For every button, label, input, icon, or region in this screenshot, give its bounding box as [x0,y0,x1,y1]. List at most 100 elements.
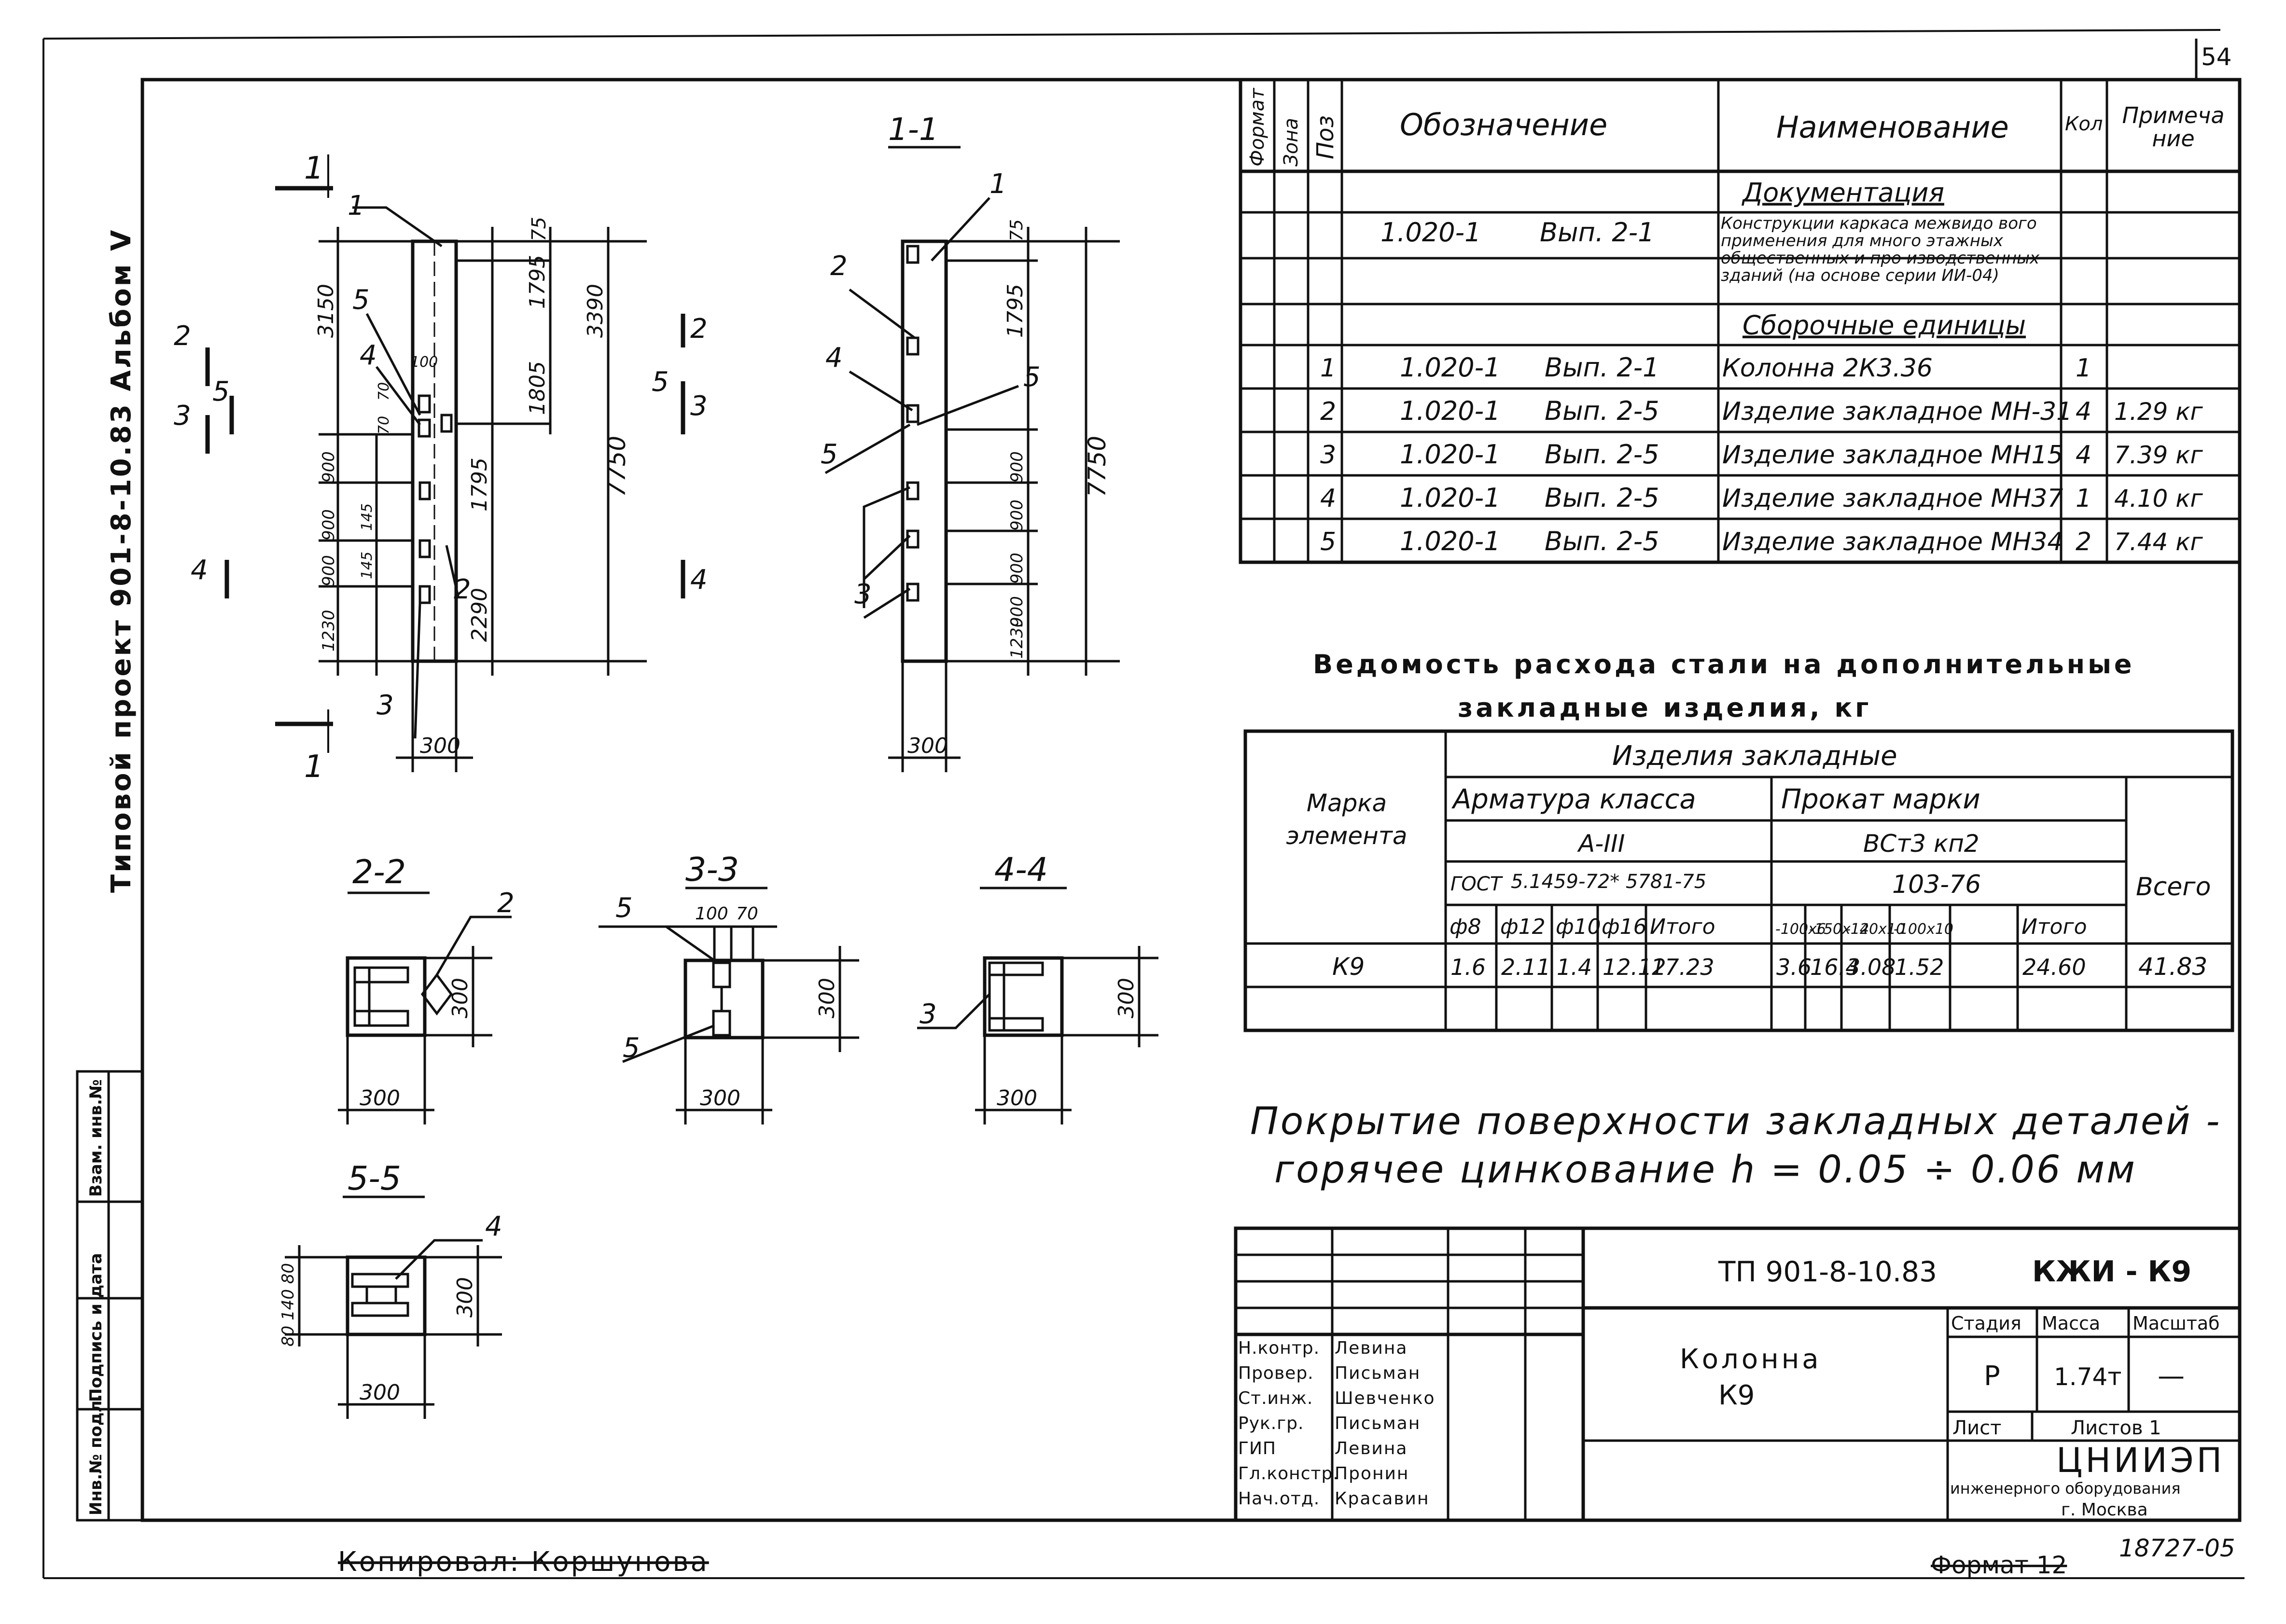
elev-leader-3: 3 [376,690,394,721]
spec-header-pos: Поз [1312,115,1339,159]
mass-label: Масса [2042,1313,2100,1334]
spec-row-note: 1.29 кг [2114,398,2203,426]
elev-cut-3: 3 [174,400,191,431]
elev-dim-r3: 1795 [467,458,492,512]
steel-armature-class: А-III [1577,830,1625,858]
steel-title-2: закладные изделия, кг [1458,693,1871,723]
sec11-leader-3: 3 [854,579,872,610]
elev-cut-label-bottom: 1 [304,749,324,785]
steel-sub-header: -100x6 [1775,921,1826,938]
steel-rolled-header: Прокат марки [1781,784,1980,815]
steel-value: 17.23 [1651,954,1714,980]
steel-armature-gost: 5.1459-72* 5781-75 [1511,871,1706,893]
elev-dim-total-2: 7750 [603,436,631,497]
element-name: Колонна [1680,1344,1822,1375]
sec22-leader: 2 [497,888,515,919]
signer-role: Гл.констр. [1238,1464,1339,1484]
org-city: г. Москва [2061,1500,2148,1520]
spec-header-note: Примеча ние [2122,104,2225,152]
spec-header-qty: Кол [2065,113,2103,135]
steel-value: 1.52 [1895,954,1944,980]
steel-value: 3.08 [1846,954,1896,980]
steel-sub-header: Итого [2021,915,2087,939]
sec55-dim-h: 300 [453,1277,477,1318]
sec11-dim-l1: 900 [1007,500,1027,531]
elev-cut-2: 2 [174,320,191,352]
stage-value: Р [1984,1360,2000,1392]
sec11-dim-width: 300 [907,734,948,758]
inventory-number: 18727-05 [2119,1534,2235,1562]
spec-row-designation: 1.020-1 [1400,352,1500,383]
title-block-grid [1234,1226,2242,1522]
spec-header-name: Наименование [1776,110,2009,145]
elev-dim-l0: 3150 [314,284,338,338]
title-block-text: ТП 901-8-10.83 КЖИ - К9 Колонна К9 Стади… [1680,1255,2222,1520]
section-4-4 [917,887,1158,1124]
sec11-leader-5b: 5 [821,439,838,470]
spec-row-series: Вып. 2-5 [1545,483,1659,513]
elev-cut-label: 1 [304,151,324,186]
spec-header-format: Формат [1246,87,1268,167]
element-mark: К9 [1718,1380,1755,1411]
signers-block: Н.контр.ЛевинаПровер.ПисьманСт.инж.Шевче… [1238,1338,1435,1509]
elev-dim-l4: 900 [319,451,338,483]
signer-name: Левина [1335,1439,1408,1458]
spec-row-note: 7.44 кг [2114,528,2203,556]
spec-row-pos: 4 [1320,484,1336,513]
format-label: Формат 12 [1931,1551,2067,1579]
sec11-dim-r1: 1795 [1003,284,1028,338]
elev-cut-5: 5 [212,376,230,407]
section-5-5 [285,1195,502,1419]
elev-dim-r2: 1805 [525,361,550,415]
elev-dim-l9: 1230 [319,610,338,652]
doc-code: КЖИ - К9 [2032,1255,2191,1289]
spec-row-name: Колонна 2К3.36 [1722,354,1933,383]
spec-row-pos: 3 [1320,441,1336,470]
signer-role: ГИП [1238,1439,1276,1458]
steel-sub-header: ф8 [1450,915,1481,939]
spec-header-designation: Обозначение [1400,107,1607,142]
sec33-dim-w: 300 [700,1086,740,1110]
section-2-2-text: 2-2 2 300 300 [352,853,515,1110]
elev-dim-l3: 70 [376,416,392,434]
section-4-4-text: 4-4 3 300 300 [920,851,1139,1110]
spec-row-designation: 1.020-1 [1380,217,1481,248]
spec-row-designation: 1.020-1 [1400,483,1500,513]
elev-dim-l8: 145 [359,552,376,579]
section-1-1-text: 1-1 75 1795 7750 900 900 900 900 1230 30… [821,112,1111,758]
org-full: инженерного оборудования [1950,1479,2181,1498]
coating-note-2: горячее цинкование h = 0.05 ÷ 0.06 мм [1274,1148,2137,1192]
sec11-title: 1-1 [888,112,939,148]
elev-leader-4: 4 [360,340,377,371]
stage-label: Стадия [1951,1313,2021,1334]
sec11-leader-2: 2 [830,250,848,282]
scale-value: — [2158,1360,2185,1392]
sec44-title: 4-4 [994,851,1048,889]
spec-row-series: Вып. 2-1 [1540,217,1655,248]
steel-table-grid [1243,729,2234,1032]
signer-role: Рук.гр. [1238,1414,1304,1433]
steel-mark-header: Марка элемента [1286,789,1408,850]
elev-dim-l1: 100 [410,354,438,371]
signer-role: Провер. [1238,1363,1314,1383]
steel-title-1: Ведомость расхода стали на дополнительны… [1313,649,2135,680]
copied-by: Копировал: Коршунова [338,1546,709,1578]
section-3-3 [599,887,859,1124]
sec33-dim-top2: 70 [736,904,758,924]
sec33-leader-top: 5 [615,892,633,924]
mass-value: 1.74т [2054,1363,2121,1391]
sec11-dim-l4: 1230 [1007,617,1027,659]
sec22-title: 2-2 [352,853,406,891]
sec11-dim-l2: 900 [1007,553,1027,584]
sec33-leader-bottom: 5 [623,1032,640,1064]
sec33-dim-top1: 100 [695,904,728,924]
spec-row-designation: 1.020-1 [1400,439,1500,470]
sheet-label: Лист [1952,1417,2001,1439]
sec33-dim-h: 300 [815,978,839,1018]
sec55-title: 5-5 [348,1160,401,1198]
spec-row-name: Изделие закладное МН34 [1722,527,2063,556]
spec-row-section-title: Документация [1742,178,1944,208]
steel-sub-header: ф12 [1500,915,1546,939]
spec-row-qty: 4 [2076,397,2091,426]
